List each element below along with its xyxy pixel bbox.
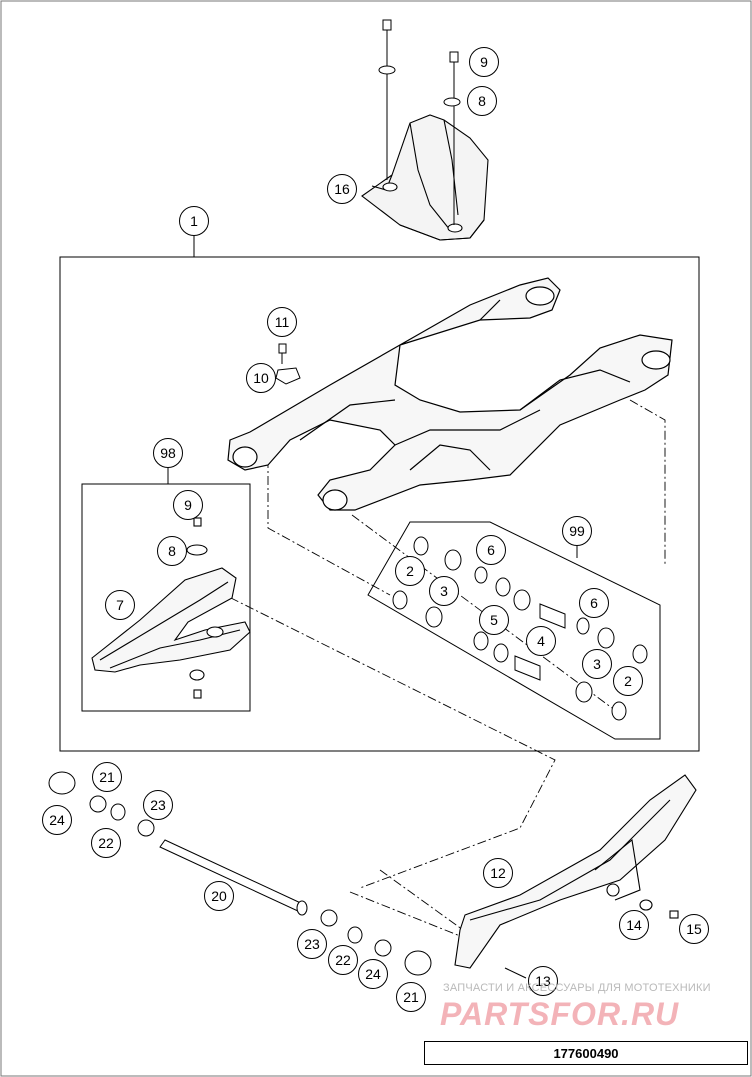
callout-14: 14 [619, 910, 649, 940]
callout-9: 9 [469, 47, 499, 77]
watermark-logo: PARTSFOR.RU [440, 996, 680, 1032]
callout-11: 11 [267, 307, 297, 337]
swingarm-1 [227, 277, 673, 511]
callout-10: 10 [246, 363, 276, 393]
swingarm-group-box [59, 256, 700, 752]
callout-1: 1 [179, 206, 209, 236]
callout-2: 2 [613, 666, 643, 696]
callout-5: 5 [479, 605, 509, 635]
bearing-kit-group-box [367, 521, 661, 740]
callout-3: 3 [429, 576, 459, 606]
callout-8: 8 [157, 536, 187, 566]
callout-8: 8 [467, 86, 497, 116]
watermark-tagline: ЗАПЧАСТИ И АКСЕССУАРЫ ДЛЯ МОТОТЕХНИКИ [443, 982, 711, 994]
chain-guide-group-box [81, 483, 251, 712]
callout-21: 21 [396, 982, 426, 1012]
callout-7: 7 [105, 590, 135, 620]
bearing-kit-99 [392, 536, 648, 721]
chain-guide-7 [91, 517, 251, 699]
part-number-box: 177600490 [424, 1041, 748, 1065]
callout-24: 24 [358, 959, 388, 989]
callout-6: 6 [579, 588, 609, 618]
callout-20: 20 [204, 881, 234, 911]
callout-4: 4 [526, 626, 556, 656]
callout-15: 15 [679, 914, 709, 944]
callout-3: 3 [582, 649, 612, 679]
callout-99: 99 [562, 516, 592, 546]
callout-23: 23 [297, 929, 327, 959]
callout-24: 24 [42, 805, 72, 835]
chain-guard-12 [454, 774, 697, 979]
callout-22: 22 [328, 945, 358, 975]
callout-9: 9 [173, 490, 203, 520]
callout-23: 23 [143, 790, 173, 820]
chain-slider-16 [361, 114, 489, 241]
callout-2: 2 [395, 556, 425, 586]
callout-12: 12 [483, 858, 513, 888]
callout-22: 22 [91, 828, 121, 858]
callout-98: 98 [153, 438, 183, 468]
callout-21: 21 [92, 762, 122, 792]
callout-16: 16 [327, 174, 357, 204]
callout-13: 13 [528, 966, 558, 996]
callout-6: 6 [476, 535, 506, 565]
axle-20 [48, 771, 432, 976]
